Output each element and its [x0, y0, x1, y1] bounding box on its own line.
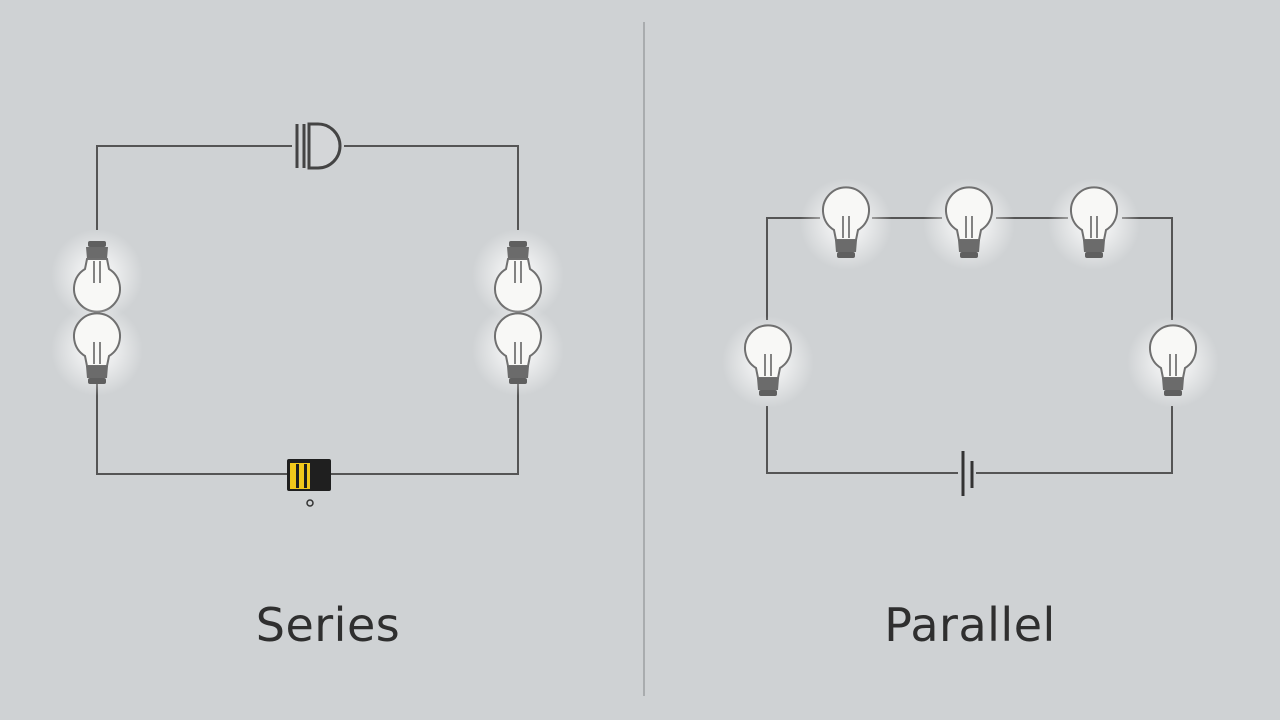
- panel-divider: [643, 22, 645, 696]
- parallel-wire-bottom-left: [766, 406, 958, 474]
- series-bulb-left-bottom: [50, 303, 144, 397]
- series-wire-top-right: [344, 145, 519, 230]
- series-wire-bottom-right: [330, 382, 519, 475]
- switch-icon: [295, 122, 342, 170]
- series-circuit: [96, 145, 519, 475]
- series-label: Series: [255, 598, 401, 652]
- cell-icon: [961, 451, 974, 496]
- series-bulb-right-bottom: [471, 303, 565, 397]
- series-wire-top-left: [96, 145, 292, 230]
- parallel-bulb-top-2: [922, 177, 1016, 271]
- parallel-bulb-top-1: [799, 177, 893, 271]
- parallel-bulb-top-3: [1047, 177, 1141, 271]
- parallel-wire-bottom-right: [976, 406, 1173, 474]
- parallel-label: Parallel: [884, 598, 1056, 652]
- parallel-bulb-right: [1126, 315, 1220, 409]
- parallel-bulb-left: [721, 315, 815, 409]
- series-wire-bottom-left: [96, 382, 288, 475]
- battery-icon: [287, 459, 331, 507]
